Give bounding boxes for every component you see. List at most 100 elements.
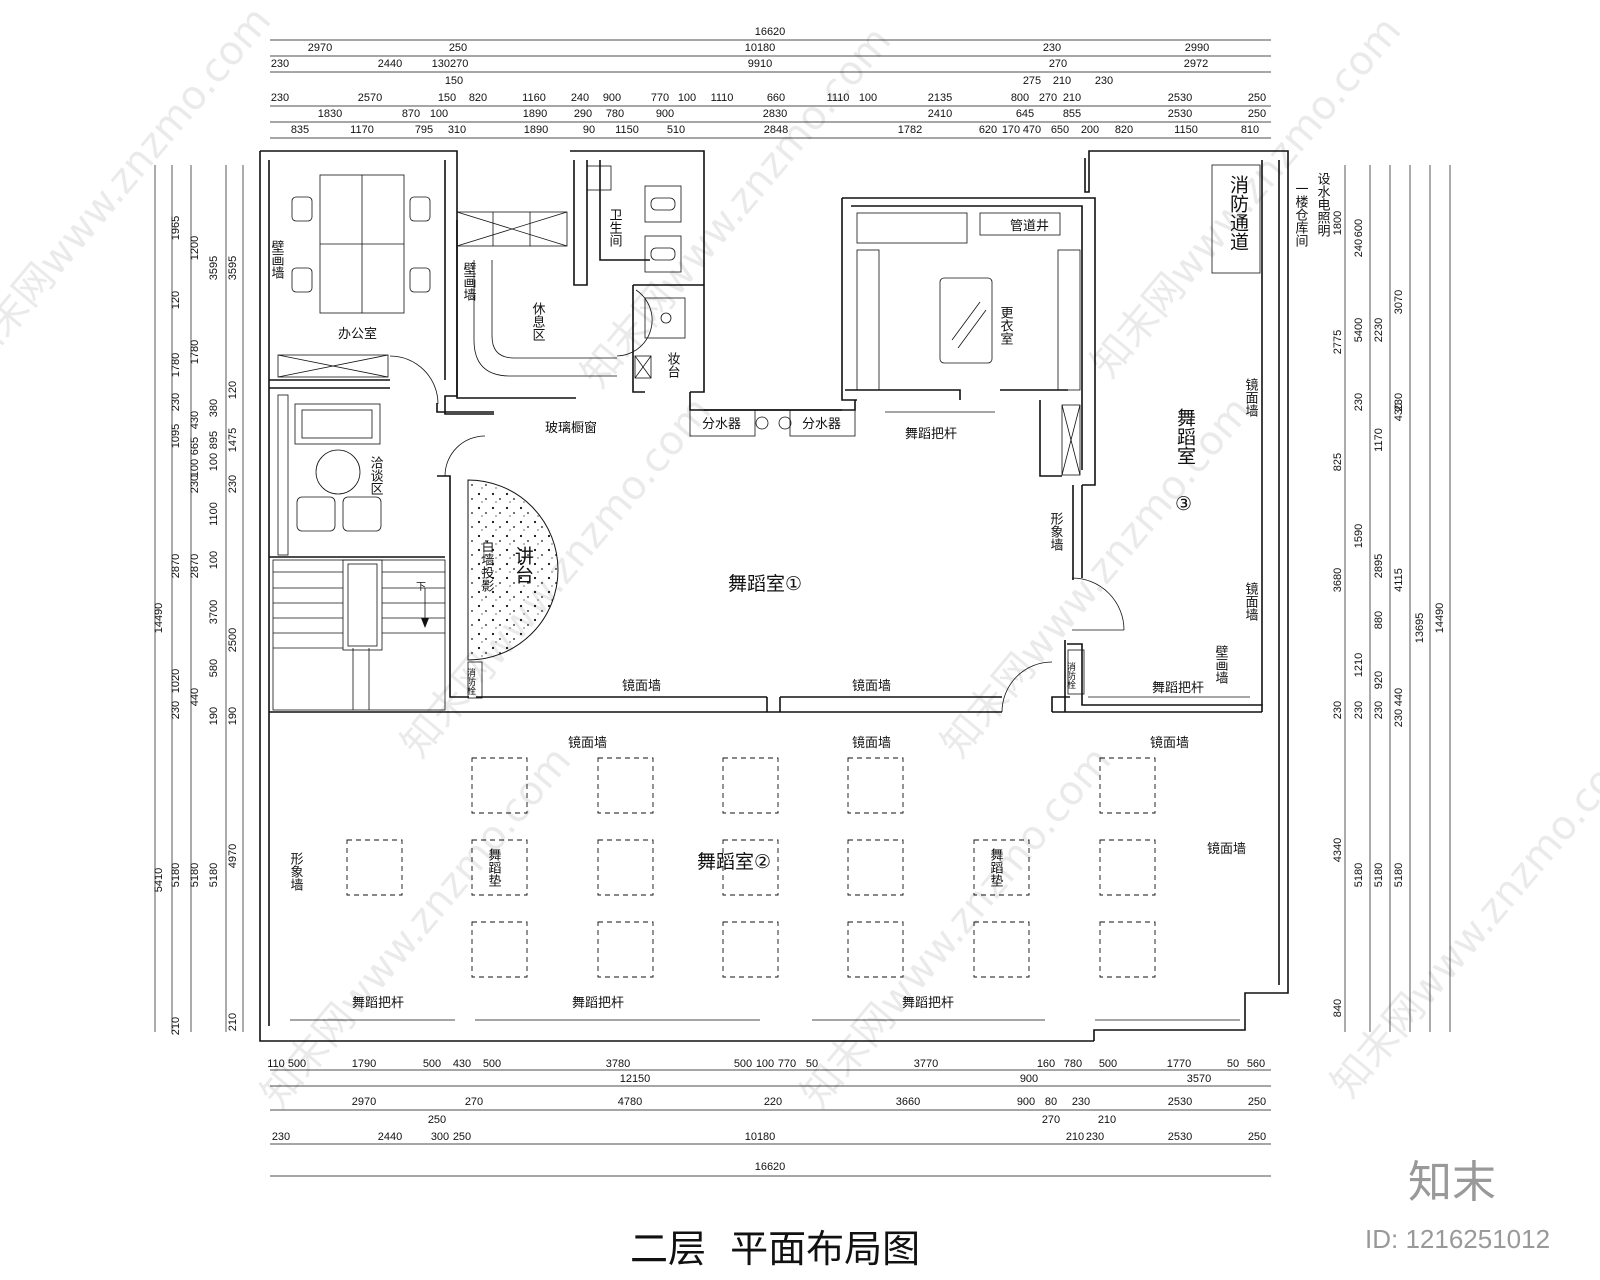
dimension-label: 780 [606,108,624,120]
doors [1001,577,1125,713]
interior-walls [269,160,1263,713]
dimension-label: 240 [1353,239,1365,257]
dimension-label: 250 [1248,1131,1266,1143]
dimension-label: 50 [806,1058,818,1070]
dimension-label: 250 [453,1131,471,1143]
label-restroom: 卫生间 [607,208,623,247]
watermark-5: 知末网www.znzmo.com [932,388,1260,766]
dimension-label: 16620 [755,26,786,38]
watermark-6: 知末网www.znzmo.com [252,738,580,1116]
dimension-label: 100 [208,453,220,471]
dimension-label: 4780 [618,1096,642,1108]
dimension-label: 160 [1037,1058,1055,1070]
brand-logo: 知末 [1408,1157,1496,1208]
label-mirror-5: 镜面墙 [568,736,607,751]
dimension-label: 660 [767,92,785,104]
dimension-label: 3070 [1393,290,1405,314]
dimension-label: 1020 [170,669,182,693]
dimension-label: 10180 [745,42,776,54]
dimension-label: 1170 [1373,428,1385,452]
label-mirror-3: 镜面墙 [622,679,661,694]
dimension-label: 14490 [153,603,165,634]
label-glass-window: 玻璃橱窗 [545,420,597,436]
dimension-label: 230 [170,701,182,719]
label-mirror-4: 镜面墙 [852,679,891,694]
dimension-label: 100 [756,1058,774,1070]
dimension-label: 210 [1063,92,1081,104]
dimension-label: 2500 [227,628,239,652]
dimension-label: 1965 [170,216,182,240]
label-barre-4: 舞蹈把杆 [1152,681,1204,696]
dimension-label: 270 [1042,1114,1060,1126]
dimension-label: 800 [1011,92,1029,104]
dimension-label: 150 [445,75,463,87]
locker-fixtures [856,212,1081,391]
watermark-2: 知末网www.znzmo.com [572,18,900,396]
dimension-label: 600 [1353,219,1365,237]
watermarks: 知末网www.znzmo.com 知末网www.znzmo.com 知末网www… [0,0,1600,1116]
dimension-label: 230 [189,475,201,493]
image-id: ID: 1216251012 [1365,1224,1550,1254]
dimension-label: 2440 [378,1131,402,1143]
dimension-label: 500 [734,1058,752,1070]
label-locker: 更衣室 [998,306,1014,345]
dimension-label: 1100 [208,502,220,526]
dimension-label: 230 [1332,701,1344,719]
label-hydrant-1: 消防栓 [465,667,476,696]
label-office: 办公室 [338,326,377,342]
dimension-label: 1170 [350,124,374,136]
dimension-label: 2135 [928,92,952,104]
dimension-label: 5400 [1353,318,1365,342]
dimension-label: 210 [1053,75,1071,87]
mats [346,757,1156,978]
negotiation-furniture [277,394,486,556]
dimension-label: 2775 [1332,330,1344,354]
dimension-label: 4340 [1332,838,1344,862]
label-stage: 讲台 [512,546,534,584]
dimension-label: 500 [288,1058,306,1070]
watermark-1: 知末网www.znzmo.com [0,0,280,376]
watermark-4: 知末网www.znzmo.com [392,388,720,766]
dimension-label: 100 [678,92,696,104]
label-dance3: 舞蹈室 [1174,408,1196,465]
dimension-label: 275 [1023,75,1041,87]
dimension-label: 2972 [1184,58,1208,70]
dimension-label: 2990 [1185,42,1209,54]
dimension-label: 230 [1086,1131,1104,1143]
dimension-label: 310 [448,124,466,136]
dimension-label: 840 [1332,999,1344,1017]
dimension-label: 1110 [711,92,734,104]
dimension-label: 230 [227,475,239,493]
dimension-label: 5410 [153,868,165,892]
dimension-label: 2230 [1373,318,1385,342]
dimension-label: 5180 [208,863,220,887]
dimension-label: 825 [1332,453,1344,471]
label-mirror-6: 镜面墙 [852,736,891,751]
label-mat-1: 舞蹈垫 [486,848,502,887]
dimension-label: 5180 [170,863,182,887]
label-image-wall-2: 形象墙 [288,852,304,891]
dimension-label: 4970 [227,844,239,868]
dimension-label: 900 [1020,1073,1038,1085]
dimension-label: 230 [272,1131,290,1143]
dimension-label: 1890 [524,124,548,136]
label-image-wall-1: 形象墙 [1048,512,1064,551]
dimension-label: 895 [208,431,220,449]
label-negotiation: 洽谈区 [368,456,384,495]
fire-exit-box [1211,164,1261,274]
dimension-label: 1890 [523,108,547,120]
restroom-fixtures [586,165,686,379]
dimension-label: 1150 [615,124,639,136]
dimension-label: 470 [1023,124,1041,136]
label-barre-3: 舞蹈把杆 [902,996,954,1011]
dimension-label: 300 [431,1131,449,1143]
dimension-label: 13695 [1414,613,1426,644]
dimension-label: 270 [1049,58,1067,70]
dimension-label: 2530 [1168,1096,1192,1108]
dimension-label: 230 [271,58,289,70]
dimension-label: 1782 [898,124,922,136]
label-barre-2: 舞蹈把杆 [572,996,624,1011]
water-distributors [689,409,856,437]
